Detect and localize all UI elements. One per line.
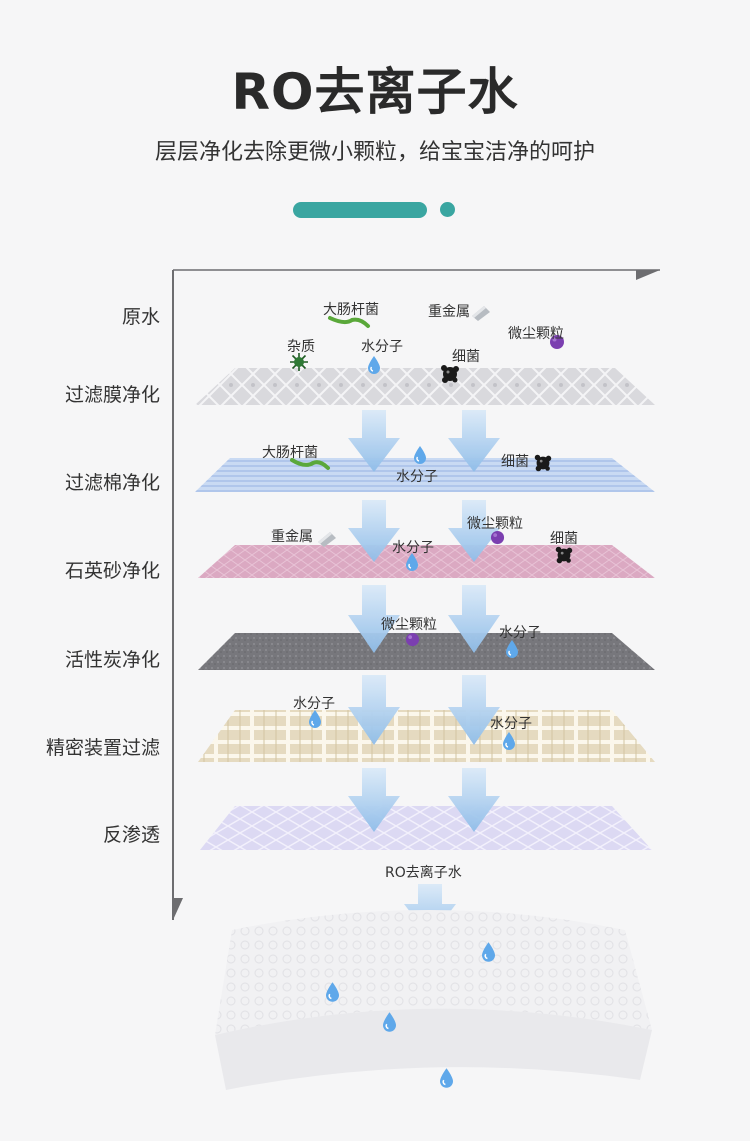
bacteria-icon <box>534 454 552 472</box>
particle-label: 重金属 <box>428 304 470 320</box>
top-arrow <box>636 270 660 280</box>
page-title: RO去离子水 <box>231 63 519 121</box>
particle-label: 微尘颗粒 <box>381 617 437 633</box>
stage-label-quartz: 石英砂净化 <box>64 560 160 582</box>
particle-label: 细菌 <box>452 349 480 365</box>
particle-label: 水分子 <box>392 540 434 556</box>
stage-label-membrane: 过滤膜净化 <box>64 384 160 406</box>
flow-arrow <box>448 585 500 653</box>
particle-label: 细菌 <box>550 531 578 547</box>
decorative-bar <box>293 202 427 218</box>
water-drop-icon <box>368 356 380 374</box>
stage-label-precision: 精密装置过滤 <box>45 737 160 759</box>
cotton-pad <box>215 910 652 1035</box>
layer-carbon <box>198 633 655 670</box>
flow-arrow <box>348 500 400 562</box>
particle-label: 重金属 <box>271 529 313 545</box>
stage-label-cotton: 过滤棉净化 <box>64 472 160 494</box>
flow-arrow <box>348 768 400 832</box>
heavy-metal-icon <box>318 532 336 547</box>
layer-precision <box>198 710 655 762</box>
flow-arrow <box>448 675 500 745</box>
stage-label-carbon: 活性炭净化 <box>64 649 160 671</box>
particle-label: 水分子 <box>490 716 532 732</box>
water-drop-icon <box>414 446 426 464</box>
layer-quartz <box>198 545 655 578</box>
ecoli-icon <box>290 458 330 470</box>
particle-label: 微尘颗粒 <box>467 516 523 532</box>
particle-label: 水分子 <box>396 469 438 485</box>
flow-arrow <box>448 768 500 832</box>
flow-arrow <box>348 675 400 745</box>
axis-arrow-bottom <box>173 898 183 920</box>
water-drop-icon <box>440 1068 453 1088</box>
particle-label: 大肠杆菌 <box>323 302 379 318</box>
flow-arrow <box>448 410 500 472</box>
layer-membrane <box>195 368 655 405</box>
bacteria-icon <box>441 365 459 383</box>
particle-label: 微尘颗粒 <box>508 326 564 342</box>
heavy-metal-icon <box>472 306 490 321</box>
layer-ro <box>200 806 652 850</box>
cotton-pad-front <box>215 1008 652 1090</box>
particle-label: 杂质 <box>287 339 315 355</box>
stage-label-ro: 反渗透 <box>102 824 160 846</box>
particle-label: 水分子 <box>361 339 403 355</box>
stage-label-raw-water: 原水 <box>121 306 160 328</box>
particle-label: 水分子 <box>499 625 541 641</box>
decorative-dot <box>440 202 455 217</box>
particle-label: 大肠杆菌 <box>262 445 318 461</box>
bacteria-icon <box>555 546 573 564</box>
result-label: RO去离子水 <box>385 865 462 881</box>
ecoli-icon <box>328 316 370 328</box>
flow-arrow <box>348 410 400 472</box>
dust-particle-icon <box>405 632 420 647</box>
page-subtitle: 层层净化去除更微小颗粒，给宝宝洁净的呵护 <box>154 140 595 165</box>
particle-label: 水分子 <box>293 696 335 712</box>
particle-label: 细菌 <box>501 454 529 470</box>
flow-arrow <box>348 585 400 653</box>
flow-arrow <box>448 500 500 562</box>
